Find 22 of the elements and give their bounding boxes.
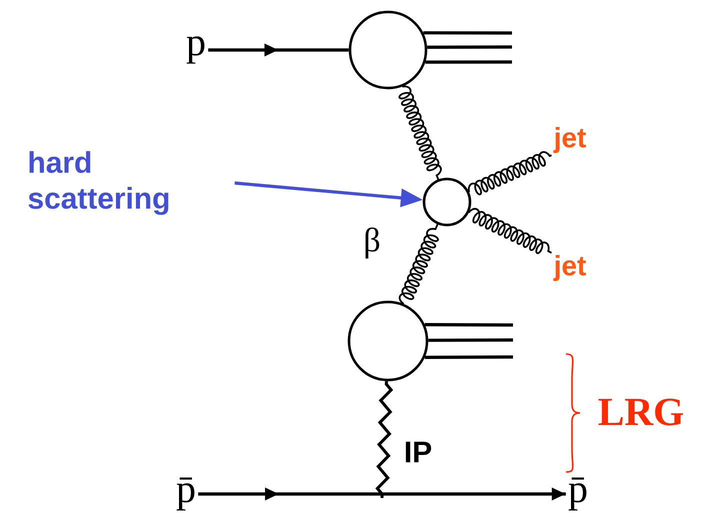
zigzag-line	[375, 381, 394, 498]
text-label: LRG	[598, 398, 684, 426]
line	[428, 338, 514, 342]
text-label: p̄	[176, 478, 194, 510]
text-label: p	[186, 36, 204, 64]
callout-text: hard scattering	[28, 151, 168, 215]
line	[427, 45, 512, 49]
jet-label: jet	[553, 127, 586, 153]
line	[425, 60, 512, 64]
line	[424, 323, 514, 327]
gluon-line	[398, 224, 439, 305]
text-label: p̄	[568, 478, 586, 510]
edge-label: IP	[406, 442, 432, 462]
blob-circle	[348, 300, 428, 382]
edge-label: β	[366, 227, 380, 259]
blob-circle	[422, 178, 472, 226]
blob-circle	[348, 10, 428, 90]
line	[424, 355, 514, 359]
line	[423, 31, 512, 35]
gluon-line	[468, 151, 552, 196]
gluon-line	[468, 208, 552, 254]
jet-label: jet	[553, 255, 586, 281]
